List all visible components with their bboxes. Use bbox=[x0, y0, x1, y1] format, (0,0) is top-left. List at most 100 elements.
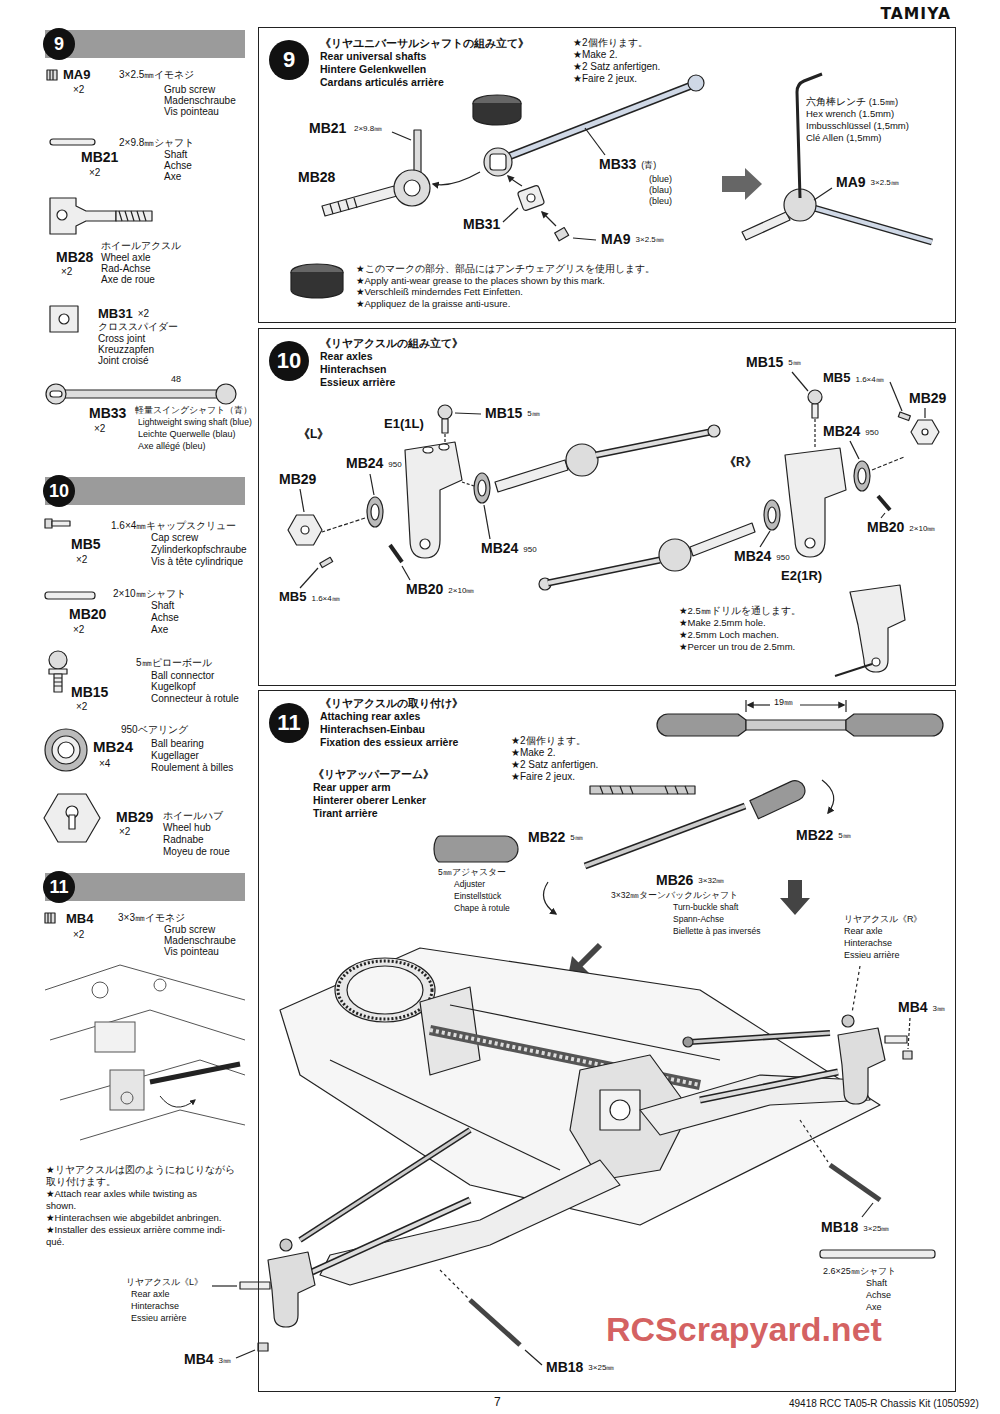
drawing-rect bbox=[490, 154, 506, 170]
label-text: 1.6×4㎜キャップスクリュー bbox=[110, 520, 237, 531]
drawing-path bbox=[473, 103, 521, 125]
dimension: 3㎜ bbox=[218, 1357, 232, 1366]
step-number: 9 bbox=[283, 49, 295, 71]
drawing-path bbox=[850, 441, 859, 459]
drawing-path bbox=[822, 780, 834, 813]
step-title: Fixation des essieux arrière bbox=[319, 736, 459, 748]
label-text: Hex wrench (1.5mm) bbox=[805, 109, 895, 119]
part-number: MB31 bbox=[462, 217, 501, 232]
dimension: Turn-buckle shaft bbox=[672, 903, 739, 912]
label-text: shown. bbox=[45, 1201, 77, 1211]
label-text: Vis pointeau bbox=[163, 106, 220, 117]
dimension: 3×32㎜ターンバックルシャフト bbox=[610, 891, 739, 900]
label-text: Connecteur à rotule bbox=[150, 693, 240, 704]
part-number: MB26 bbox=[655, 873, 694, 888]
label-text: Shaft bbox=[163, 149, 188, 160]
drawing-path bbox=[544, 882, 557, 914]
label-text: ★2.5mm Loch machen. bbox=[678, 630, 780, 640]
drawing-path bbox=[862, 1203, 873, 1217]
label-text: ×2 bbox=[137, 308, 150, 319]
label-text: ×2 bbox=[72, 929, 85, 940]
drawing-path bbox=[878, 496, 890, 510]
drawing-rect bbox=[110, 1070, 144, 1110]
label-text: Achse bbox=[865, 1291, 892, 1301]
drawing-path bbox=[814, 208, 932, 242]
part-number: MB18 bbox=[820, 1220, 859, 1235]
part-number: MB15 bbox=[745, 355, 784, 370]
drawing-rect bbox=[555, 228, 569, 241]
drawing-rect bbox=[54, 674, 62, 692]
drawing-rect bbox=[62, 390, 218, 398]
label-text: 48 bbox=[170, 375, 182, 385]
drawing-ellipse bbox=[347, 966, 423, 1014]
label-text: Kreuzzapfen bbox=[97, 344, 155, 355]
label-text: Wheel hub bbox=[162, 822, 212, 833]
drawing-circle bbox=[527, 194, 535, 202]
drawing-rect bbox=[590, 786, 695, 794]
label-text: Radnabe bbox=[162, 834, 205, 845]
drawing-rect bbox=[50, 391, 62, 397]
label-text: 2×10㎜シャフト bbox=[112, 588, 187, 599]
dimension: 950 bbox=[864, 429, 879, 438]
label-text: 六角棒レンチ (1.5㎜) bbox=[805, 97, 899, 107]
drawing-circle bbox=[45, 729, 87, 771]
part-number: Hinterer oberer Lenker bbox=[312, 795, 427, 807]
drawing-path bbox=[690, 1033, 830, 1042]
label-text: Imbusschlüssel (1,5mm) bbox=[805, 121, 910, 131]
label-text: Grub screw bbox=[163, 924, 216, 935]
dimension: Einstellstück bbox=[453, 892, 502, 901]
drawing-path bbox=[48, 913, 51, 923]
drawing-path bbox=[600, 786, 688, 794]
drawing-path bbox=[470, 1300, 520, 1345]
drawing-path bbox=[835, 664, 872, 676]
label-text: ★Verschleiß minderndes Fett Einfetten. bbox=[355, 287, 524, 297]
dimension: 5㎜ bbox=[837, 832, 851, 841]
drawing-path bbox=[881, 513, 885, 518]
dimension: Spann-Achse bbox=[672, 915, 725, 924]
label-text: 3×3㎜イモネジ bbox=[117, 912, 186, 923]
drawing-path bbox=[510, 86, 690, 156]
drawing-path bbox=[322, 518, 365, 532]
label-text: Joint croisé bbox=[97, 355, 150, 366]
label-text: (blau) bbox=[648, 186, 673, 196]
drawing-rect bbox=[45, 913, 55, 923]
label-text: Shaft bbox=[150, 600, 175, 611]
drawing-path bbox=[330, 198, 357, 214]
drawing-path bbox=[50, 198, 116, 234]
label-text: ホイールアクスル bbox=[100, 240, 182, 251]
drawing-path bbox=[450, 1005, 720, 1060]
drawing-circle bbox=[566, 444, 598, 476]
drawing-ellipse bbox=[478, 480, 486, 496]
label-text: 7 bbox=[493, 1396, 502, 1409]
drawing-path bbox=[760, 531, 770, 547]
drawing-path bbox=[402, 566, 410, 580]
label-text: ★Make 2.5mm hole. bbox=[678, 618, 767, 628]
label-text: Madenschraube bbox=[163, 95, 237, 106]
drawing-rect bbox=[50, 139, 95, 145]
label-text: Rad-Achse bbox=[100, 263, 151, 274]
drawing-path bbox=[890, 382, 902, 411]
part-number: MB21 bbox=[80, 150, 119, 165]
label-text: ×2 bbox=[60, 266, 73, 277]
label-text: ★Make 2. bbox=[510, 747, 557, 758]
step-title: Cardans articulés arrière bbox=[319, 76, 445, 88]
drawing-g bbox=[212, 700, 943, 1365]
dimension: 950 bbox=[522, 546, 537, 555]
drawing-circle bbox=[57, 210, 67, 220]
part-number: MA9 bbox=[600, 232, 632, 247]
dimension: 5㎜ bbox=[787, 359, 801, 368]
drawing-rect bbox=[45, 592, 95, 599]
drawing-circle bbox=[610, 1100, 630, 1120]
drawing-path bbox=[160, 1096, 195, 1107]
label-text: ★2 Satz anfertigen. bbox=[572, 61, 661, 72]
step-title: Rear axles bbox=[319, 350, 374, 362]
label-text: 2×9.8㎜シャフト bbox=[118, 137, 195, 148]
drawing-circle bbox=[121, 1092, 133, 1104]
label-text: ★Percer un trou de 2.5mm. bbox=[678, 642, 796, 652]
dimension: 3×25㎜ bbox=[862, 1225, 890, 1234]
drawing-ellipse bbox=[367, 497, 383, 527]
dimension: 5㎜アジャスター bbox=[437, 868, 507, 877]
drawing-rect bbox=[812, 404, 818, 418]
step-number-circle: 11 bbox=[269, 703, 309, 743]
